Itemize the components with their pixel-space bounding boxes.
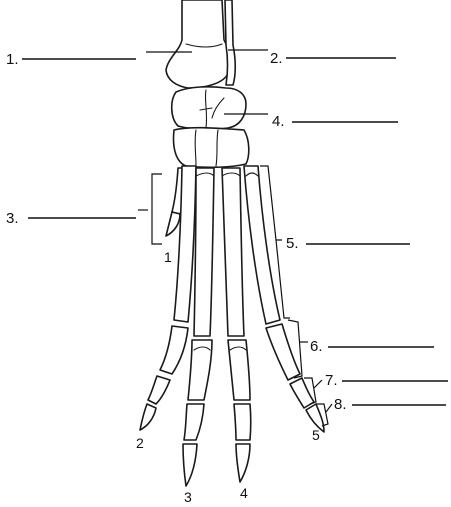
- ulna-bone: [225, 0, 235, 85]
- digit-number-4: 4: [240, 485, 248, 501]
- label-3: 3.: [6, 210, 19, 227]
- digit-5-metacarpal: [244, 166, 280, 324]
- digit-number-3: 3: [184, 489, 192, 505]
- digit-number-5: 5: [312, 427, 320, 443]
- digit-number-1: 1: [164, 249, 172, 265]
- leader-line-7: [314, 380, 322, 388]
- digit-2-middle-phalanx: [148, 376, 170, 404]
- label-1: 1.: [6, 51, 19, 68]
- digit-2: [140, 166, 196, 430]
- digit-5: [244, 166, 324, 432]
- label-5: 5.: [286, 235, 299, 252]
- label-8: 8.: [334, 396, 347, 413]
- forearm-bones: [166, 0, 235, 88]
- digit-4-metacarpal: [222, 168, 244, 336]
- digit-3-claw: [183, 444, 197, 486]
- carpal-distal-row: [174, 128, 249, 168]
- label-7: 7.: [325, 372, 338, 389]
- carpal-bones: [172, 87, 249, 168]
- digit-4: [222, 168, 251, 482]
- digit-number-2: 2: [136, 435, 144, 451]
- digit-2-proximal-phalanx: [160, 326, 188, 374]
- digit-3-middle-phalanx: [184, 404, 204, 440]
- label-4: 4.: [272, 113, 285, 130]
- label-6: 6.: [310, 338, 323, 355]
- bracket-3: [152, 174, 162, 244]
- label-2: 2.: [270, 50, 283, 67]
- leader-line-8: [326, 404, 332, 412]
- digit-1-claw: [166, 212, 180, 236]
- digit-3-metacarpal: [194, 168, 214, 336]
- digit-2-claw: [140, 404, 156, 430]
- digit-4-claw: [236, 444, 250, 482]
- digit-4-middle-phalanx: [234, 404, 251, 440]
- digit-5-proximal-phalanx: [266, 324, 300, 380]
